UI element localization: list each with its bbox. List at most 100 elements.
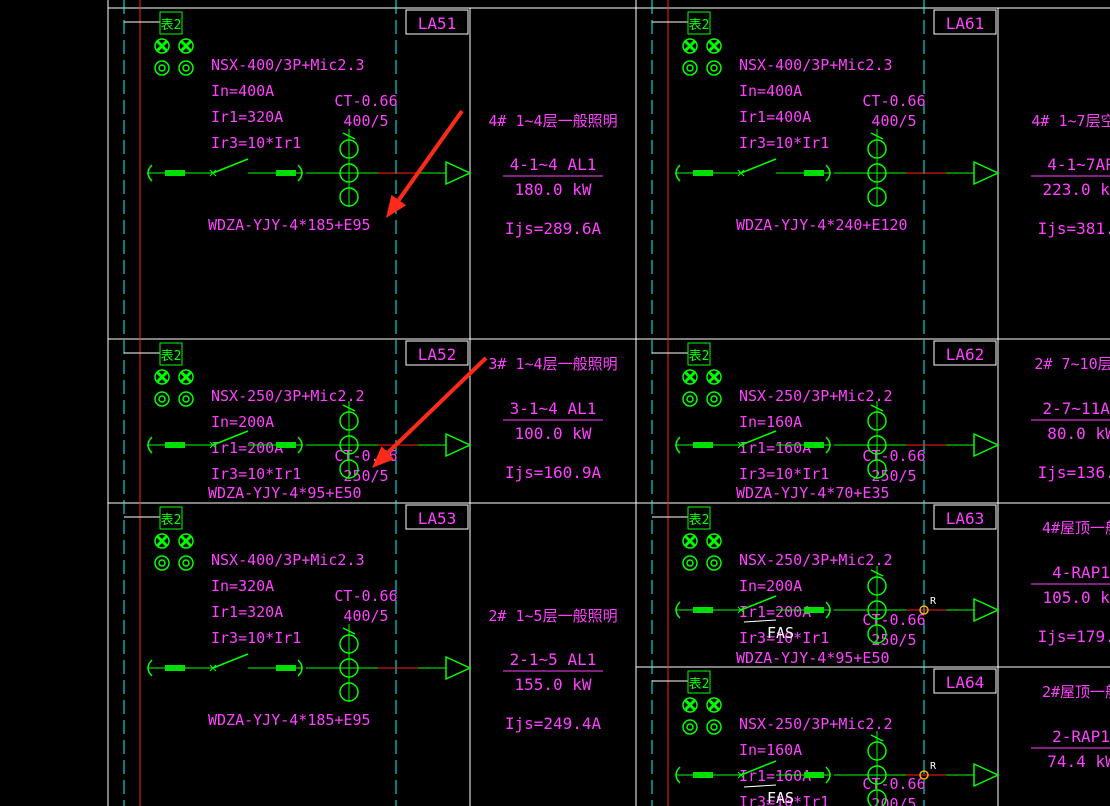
meter-label: 表2: [689, 513, 710, 528]
rated-current: In=200A: [211, 413, 274, 431]
relay-point-icon: [919, 605, 929, 615]
ct-tick: [870, 404, 884, 412]
lamp-icon: [706, 369, 722, 385]
contact-bar: [804, 442, 824, 448]
breaker-cross: [209, 664, 217, 672]
rated-current: In=200A: [739, 577, 802, 595]
indicator-icon: [706, 555, 722, 571]
cable-spec: WDZA-YJY-4*70+E35: [736, 484, 890, 502]
plug-arc: [297, 659, 303, 677]
fas-label: FAS: [767, 789, 794, 806]
panel-id-box: [933, 9, 997, 35]
indicator-icon: [178, 391, 194, 407]
indicator-icon: [682, 719, 698, 735]
meter-label: 表2: [689, 18, 710, 33]
lamp-icon: [154, 38, 170, 54]
indicator-icon: [154, 391, 170, 407]
load-power: 100.0 kW: [514, 424, 591, 443]
lamp-icon: [682, 38, 698, 54]
lamp-icon: [682, 697, 698, 713]
contact-bar: [693, 772, 713, 778]
annotation-arrow-head: [386, 194, 407, 218]
breaker-switch-icon: [740, 760, 777, 776]
load-power: 155.0 kW: [514, 675, 591, 694]
load-name: 3# 1~4层一般照明: [488, 355, 617, 373]
panel-la64: LA64表2NSX-250/3P+Mic2.2In=160AIr1=160AIr…: [652, 668, 1110, 806]
instant-setting: Ir3=10*Ir1: [739, 629, 829, 647]
indicator-inner: [686, 559, 694, 567]
lamp-icon: [178, 533, 194, 549]
calc-current: Ijs=160.9A: [505, 463, 602, 482]
load-name: 2# 7~10层空: [1034, 355, 1110, 373]
contact-bar: [165, 665, 185, 671]
ct-tick: [870, 569, 884, 577]
breaker-cross: [737, 441, 745, 449]
circuit-number: 3-1~4 AL1: [510, 399, 597, 418]
breaker-model: NSX-250/3P+Mic2.2: [739, 715, 893, 733]
circuit-number: 4-1~7AP: [1047, 155, 1110, 174]
long-delay-setting: Ir1=200A: [211, 439, 283, 457]
plug-arc: [825, 766, 831, 784]
meter-label: 表2: [689, 677, 710, 692]
ct-ratio: 200/5: [871, 795, 916, 806]
contact-bar: [804, 607, 824, 613]
indicator-inner: [686, 64, 694, 72]
long-delay-setting: Ir1=160A: [739, 439, 811, 457]
plug-arc: [147, 164, 153, 182]
panel-id-box: [405, 504, 469, 530]
indicator-inner: [182, 64, 190, 72]
output-arrow-icon: [445, 432, 472, 458]
load-power: 223.0 kW: [1042, 180, 1110, 199]
contact-bar: [693, 170, 713, 176]
calc-current: Ijs=381.2: [1038, 219, 1110, 238]
lamp-cross: [707, 534, 721, 548]
indicator-inner: [158, 559, 166, 567]
contact-bar: [804, 772, 824, 778]
load-power: 74.4 kW: [1047, 752, 1110, 771]
circuit-number: 4-RAP1: [1052, 563, 1110, 582]
ct-ratio: 400/5: [343, 607, 388, 625]
lamp-cross: [179, 370, 193, 384]
indicator-inner: [710, 64, 718, 72]
rated-current: In=400A: [739, 82, 802, 100]
indicator-inner: [710, 723, 718, 731]
lamp-cross: [155, 39, 169, 53]
cable-spec: WDZA-YJY-4*95+E50: [736, 649, 890, 667]
ct-model: CT-0.66: [862, 92, 925, 110]
lamp-icon: [706, 697, 722, 713]
indicator-inner: [158, 395, 166, 403]
relay-label: R: [930, 761, 937, 772]
calc-current: Ijs=249.4A: [505, 714, 602, 733]
fas-lead-line: [743, 784, 777, 788]
load-name: 4#屋顶一般: [1042, 519, 1110, 537]
lamp-cross: [707, 39, 721, 53]
ct-model: CT-0.66: [334, 92, 397, 110]
breaker-cross: [209, 169, 217, 177]
annotation-arrow-shaft: [386, 356, 488, 455]
panel-id: LA64: [946, 673, 985, 692]
panel-id-box: [405, 9, 469, 35]
panel-id-box: [405, 340, 469, 366]
indicator-icon: [154, 60, 170, 76]
ct-ratio: 250/5: [343, 467, 388, 485]
ct-tick: [870, 734, 884, 742]
load-power: 180.0 kW: [514, 180, 591, 199]
output-arrow-icon: [973, 160, 1000, 186]
breaker-switch-icon: [740, 158, 777, 174]
plug-arc: [297, 436, 303, 454]
lamp-cross: [707, 698, 721, 712]
panel-la61: LA61表2NSX-400/3P+Mic2.3In=400AIr1=400AIr…: [652, 9, 1110, 238]
lamp-cross: [683, 698, 697, 712]
meter-label: 表2: [161, 513, 182, 528]
panel-id-box: [933, 668, 997, 694]
meter-box: [687, 11, 711, 35]
breaker-cross: [737, 169, 745, 177]
ct-tick: [870, 132, 884, 140]
meter-label: 表2: [161, 18, 182, 33]
indicator-inner: [182, 395, 190, 403]
long-delay-setting: Ir1=160A: [739, 767, 811, 785]
contact-bar: [693, 607, 713, 613]
panel-id-box: [933, 340, 997, 366]
ct-ratio: 400/5: [343, 112, 388, 130]
